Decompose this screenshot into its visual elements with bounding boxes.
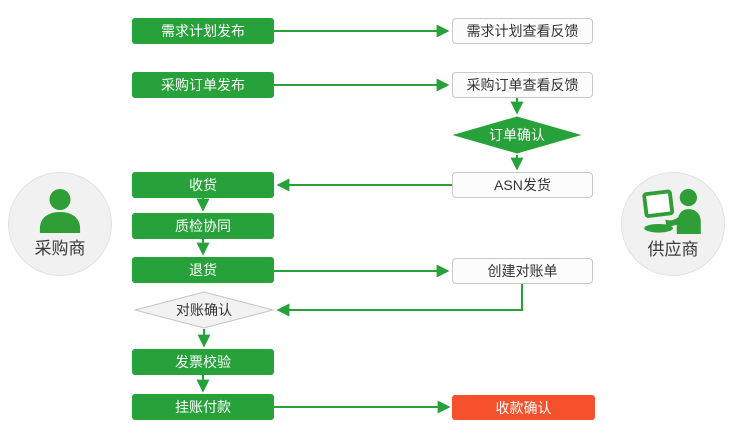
node-invoice-verification: 发票校验 [132, 349, 274, 375]
node-create-statement: 创建对账单 [452, 258, 593, 284]
arrow-create-statement-to-reconciliation [276, 284, 523, 317]
decision-reconciliation-confirm: 对账确认 [134, 291, 274, 329]
decision-order-confirm: 订单确认 [452, 116, 582, 154]
actor-buyer: 采购商 [8, 172, 112, 276]
actor-buyer-label: 采购商 [34, 239, 86, 258]
actor-supplier-label: 供应商 [647, 240, 699, 259]
buyer-person-icon [39, 189, 81, 233]
diamond-shape-gray [134, 291, 274, 329]
decision-reconciliation-confirm-label: 对账确认 [176, 302, 232, 318]
actor-supplier: 供应商 [621, 172, 725, 276]
node-return-goods: 退货 [132, 257, 274, 283]
node-po-publish: 采购订单发布 [132, 72, 274, 98]
node-demand-plan-feedback: 需求计划查看反馈 [452, 18, 593, 44]
diamond-shape-green [452, 116, 582, 154]
decision-order-confirm-label: 订单确认 [489, 127, 545, 143]
supplier-laptop-person-icon [642, 188, 701, 234]
node-demand-plan-publish: 需求计划发布 [132, 18, 274, 44]
node-po-feedback: 采购订单查看反馈 [452, 72, 593, 98]
node-quality-collaboration: 质检协同 [132, 213, 274, 239]
node-receipt-confirm: 收款确认 [452, 395, 595, 420]
node-payment-on-account: 挂账付款 [132, 394, 274, 420]
node-asn-shipping: ASN发货 [452, 172, 593, 198]
node-receive-goods: 收货 [132, 172, 274, 198]
